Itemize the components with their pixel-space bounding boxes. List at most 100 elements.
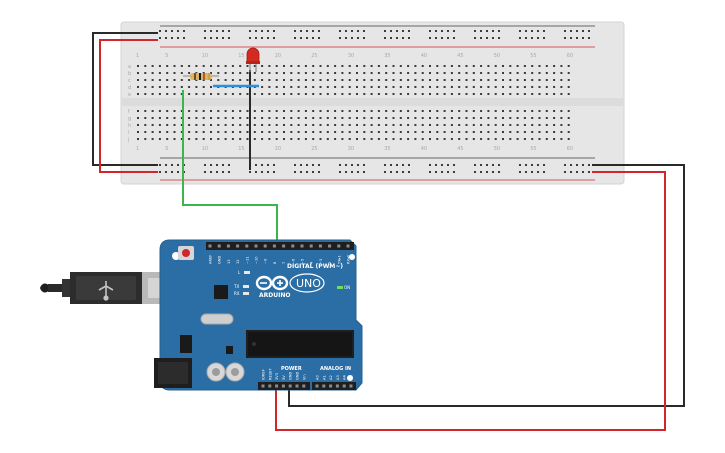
breadboard-hole[interactable] (246, 124, 249, 126)
breadboard-hole[interactable] (465, 65, 468, 67)
breadboard-hole[interactable] (458, 117, 461, 119)
header-pin[interactable] (261, 384, 265, 388)
breadboard-hole[interactable] (472, 124, 475, 126)
breadboard-hole[interactable] (334, 86, 337, 88)
rail-hole[interactable] (486, 30, 488, 32)
rail-hole[interactable] (402, 37, 404, 39)
breadboard-hole[interactable] (348, 86, 351, 88)
breadboard-hole[interactable] (180, 131, 183, 133)
rail-hole[interactable] (339, 164, 341, 166)
breadboard-hole[interactable] (392, 65, 395, 67)
breadboard-hole[interactable] (231, 117, 234, 119)
breadboard-hole[interactable] (319, 65, 322, 67)
breadboard-hole[interactable] (436, 124, 439, 126)
breadboard-hole[interactable] (341, 131, 344, 133)
header-pin[interactable] (272, 244, 276, 248)
breadboard-hole[interactable] (173, 79, 176, 81)
breadboard-hole[interactable] (560, 131, 563, 133)
breadboard-hole[interactable] (268, 110, 271, 112)
header-pin[interactable] (263, 244, 267, 248)
breadboard-hole[interactable] (297, 138, 300, 140)
breadboard-hole[interactable] (144, 117, 147, 119)
rail-hole[interactable] (447, 164, 449, 166)
rail-hole[interactable] (519, 30, 521, 32)
digital-pin-holes[interactable] (208, 244, 350, 248)
breadboard-hole[interactable] (268, 138, 271, 140)
breadboard-hole[interactable] (472, 131, 475, 133)
rail-hole[interactable] (255, 30, 257, 32)
breadboard-hole[interactable] (516, 117, 519, 119)
breadboard-hole[interactable] (195, 117, 198, 119)
digital-header-strip[interactable] (206, 242, 354, 250)
breadboard-hole[interactable] (195, 131, 198, 133)
breadboard-hole[interactable] (246, 79, 249, 81)
breadboard-hole[interactable] (392, 131, 395, 133)
breadboard-hole[interactable] (436, 138, 439, 140)
rail-hole[interactable] (447, 37, 449, 39)
breadboard-hole[interactable] (210, 131, 212, 133)
rail-hole[interactable] (435, 30, 437, 32)
breadboard-hole[interactable] (487, 72, 490, 74)
breadboard-hole[interactable] (545, 86, 548, 88)
breadboard-hole[interactable] (392, 117, 395, 119)
breadboard-hole[interactable] (158, 124, 161, 126)
rail-hole[interactable] (351, 164, 353, 166)
wires[interactable] (92, 32, 685, 431)
rail-hole[interactable] (159, 37, 161, 39)
breadboard-hole[interactable] (217, 93, 220, 95)
breadboard-hole[interactable] (465, 86, 468, 88)
breadboard-hole[interactable] (304, 117, 307, 119)
header-pin[interactable] (349, 384, 353, 388)
breadboard-hole[interactable] (312, 131, 315, 133)
usb-cable[interactable] (40, 272, 172, 304)
breadboard-hole[interactable] (158, 93, 161, 95)
breadboard-hole[interactable] (319, 93, 322, 95)
breadboard-hole[interactable] (137, 93, 139, 95)
breadboard-hole[interactable] (268, 79, 271, 81)
reset-button[interactable] (178, 246, 194, 260)
breadboard-hole[interactable] (436, 65, 439, 67)
breadboard-hole[interactable] (268, 86, 271, 88)
breadboard-hole[interactable] (297, 65, 300, 67)
rail-hole[interactable] (351, 30, 353, 32)
rail-hole[interactable] (492, 30, 494, 32)
rail-hole[interactable] (582, 30, 584, 32)
rail-hole[interactable] (384, 37, 386, 39)
breadboard-hole[interactable] (502, 72, 504, 74)
breadboard-hole[interactable] (348, 138, 351, 140)
rail-hole[interactable] (543, 164, 545, 166)
breadboard-hole[interactable] (202, 110, 205, 112)
breadboard-hole[interactable] (509, 110, 512, 112)
breadboard-hole[interactable] (137, 72, 139, 74)
breadboard-hole[interactable] (523, 124, 526, 126)
rail-hole[interactable] (396, 171, 398, 173)
breadboard-hole[interactable] (538, 124, 541, 126)
rail-hole[interactable] (384, 164, 386, 166)
breadboard-hole[interactable] (137, 138, 139, 140)
breadboard-hole[interactable] (363, 79, 366, 81)
breadboard-hole[interactable] (246, 138, 249, 140)
rail-hole[interactable] (210, 171, 212, 173)
breadboard-hole[interactable] (363, 131, 366, 133)
header-pin[interactable] (302, 384, 306, 388)
breadboard-hole[interactable] (385, 79, 388, 81)
breadboard-hole[interactable] (399, 117, 402, 119)
rail-hole[interactable] (261, 164, 263, 166)
breadboard-hole[interactable] (173, 93, 176, 95)
breadboard-hole[interactable] (545, 117, 548, 119)
breadboard-hole[interactable] (421, 131, 424, 133)
breadboard-hole[interactable] (494, 117, 497, 119)
breadboard-hole[interactable] (348, 93, 351, 95)
header-pin[interactable] (335, 384, 339, 388)
breadboard-hole[interactable] (407, 131, 410, 133)
breadboard-hole[interactable] (137, 79, 139, 81)
breadboard-hole[interactable] (487, 138, 490, 140)
rail-hole[interactable] (249, 37, 251, 39)
breadboard-hole[interactable] (523, 79, 526, 81)
rail-hole[interactable] (453, 164, 455, 166)
wire-green[interactable] (182, 90, 278, 242)
breadboard-hole[interactable] (370, 131, 373, 133)
rail-hole[interactable] (159, 171, 161, 173)
rail-hole[interactable] (537, 37, 539, 39)
rail-hole[interactable] (564, 37, 566, 39)
